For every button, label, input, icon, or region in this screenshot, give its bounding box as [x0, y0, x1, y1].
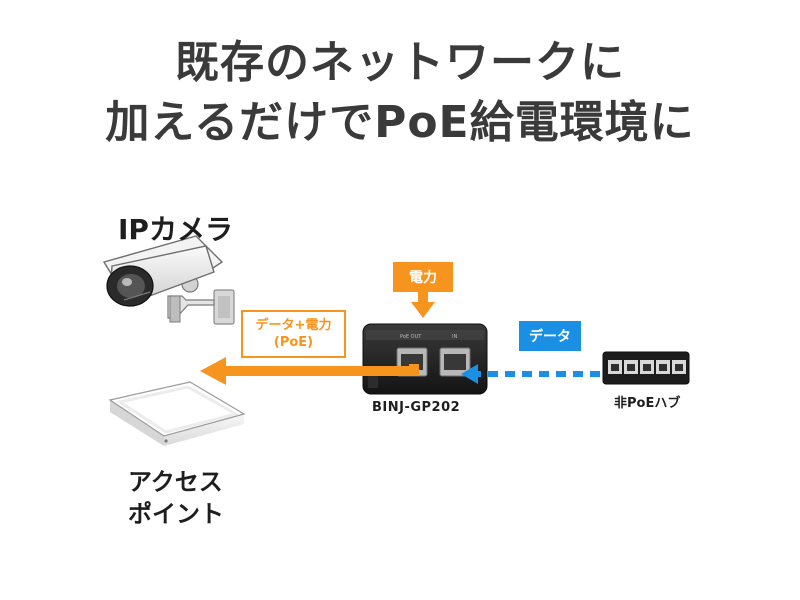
ip-camera-label: IPカメラ: [118, 213, 233, 246]
access-point-label-line2: ポイント: [128, 500, 224, 528]
non-poe-hub-icon: [602, 351, 690, 385]
data-power-output-label-line2: (PoE): [273, 335, 314, 350]
data-input-arrow: [461, 364, 600, 384]
headline-line-1: 既存のネットワークに: [175, 37, 625, 88]
hub-label: 非PoEハブ: [614, 396, 681, 411]
ip-camera-icon: [102, 235, 235, 325]
power-input-label: 電力: [393, 262, 453, 292]
data-power-output-arrow: [200, 357, 419, 385]
access-point-icon: [108, 381, 246, 446]
headline-line-2: 加えるだけでPoE給電環境に: [105, 97, 695, 148]
svg-text:PoE OUT: PoE OUT: [400, 334, 422, 340]
svg-text:IN: IN: [452, 334, 457, 340]
access-point-label-line1: アクセス: [128, 468, 223, 496]
data-input-label: データ: [519, 321, 581, 351]
injector-model-label: BINJ-GP202: [372, 400, 461, 415]
power-input-arrow: [411, 292, 435, 318]
data-power-output-label-line1: データ+電力: [255, 318, 332, 333]
data-power-output-label: データ+電力 (PoE): [241, 310, 346, 358]
poe-injector-icon: PoE OUT IN: [362, 323, 488, 395]
